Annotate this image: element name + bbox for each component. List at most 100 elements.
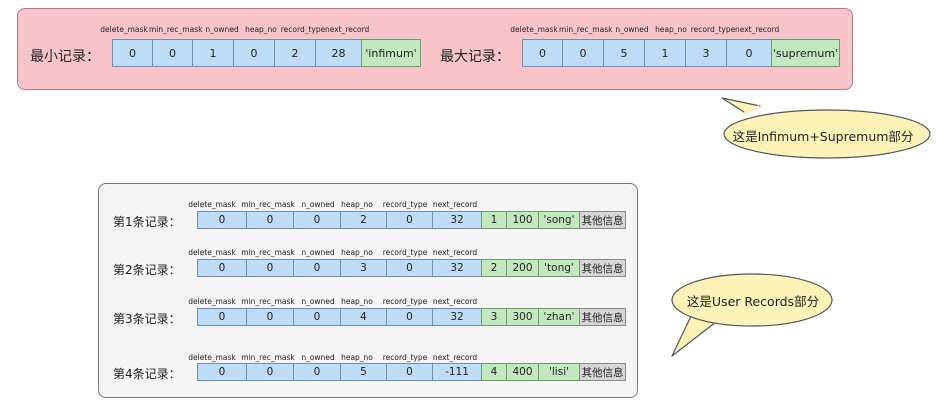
record-1-next-record: 32 <box>432 211 482 229</box>
header-label: min_rec_mask <box>241 248 295 257</box>
record-3-name: 'zhan' <box>538 308 580 326</box>
header-label: next_record <box>735 25 780 34</box>
max-record-record-type: 3 <box>685 39 727 67</box>
infimum-supremum-panel: delete_mask min_rec_mask n_owned heap_no… <box>17 8 853 90</box>
header-label: next_record <box>432 297 478 306</box>
header-label: next_record <box>432 200 478 209</box>
record-4-record-type: 0 <box>386 363 433 381</box>
header-label: n_owned <box>615 25 649 34</box>
record-4-number: 400 <box>506 363 539 381</box>
min-record-label: 最小记录： <box>30 49 100 65</box>
header-label: next_record <box>432 353 478 362</box>
min-record-record-type: 2 <box>274 39 316 67</box>
header-label: record_type <box>382 200 428 209</box>
header-label: delete_mask <box>100 25 148 34</box>
record-3-record-type: 0 <box>386 308 433 326</box>
header-label: heap_no <box>245 25 277 34</box>
record-2-n-owned: 0 <box>293 259 341 277</box>
record-4-id: 4 <box>481 363 507 381</box>
header-label: record_type <box>382 353 428 362</box>
max-record-next-record: 0 <box>726 39 772 67</box>
header-label: heap_no <box>655 25 687 34</box>
record-4-extra-info: 其他信息 <box>579 363 626 381</box>
callout-bubble-shape <box>721 97 931 159</box>
record-2-record-type: 0 <box>386 259 433 277</box>
user-records-callout: 这是User Records部分 <box>664 270 842 360</box>
header-label: delete_mask <box>188 297 236 306</box>
header-label: delete_mask <box>188 353 236 362</box>
infimum-supremum-callout: 这是Infimum+Supremum部分 <box>714 96 932 160</box>
record-1-number: 100 <box>506 211 539 229</box>
record-3-next-record: 32 <box>432 308 482 326</box>
header-label: n_owned <box>301 248 335 257</box>
callout-system-text: 这是Infimum+Supremum部分 <box>732 129 914 144</box>
record-2-label: 第2条记录： <box>113 263 181 277</box>
header-label: record_type <box>280 25 326 34</box>
record-3-id: 3 <box>481 308 507 326</box>
record-3-n-owned: 0 <box>293 308 341 326</box>
max-record-n-owned: 5 <box>603 39 645 67</box>
record-1-delete-mask: 0 <box>197 211 247 229</box>
min-record-data: 'infimum' <box>361 39 421 67</box>
record-4-label: 第4条记录： <box>113 367 181 381</box>
header-label: record_type <box>382 248 428 257</box>
header-label: n_owned <box>301 297 335 306</box>
min-record-heap-no: 0 <box>233 39 275 67</box>
callout-bubble-shape <box>671 273 833 357</box>
header-label: delete_mask <box>510 25 558 34</box>
record-4-name: 'lisi' <box>538 363 580 381</box>
record-1-name: 'song' <box>538 211 580 229</box>
record-2-min-rec-mask: 0 <box>246 259 294 277</box>
min-record-min-rec-mask: 0 <box>152 39 193 67</box>
record-4-delete-mask: 0 <box>197 363 247 381</box>
header-label: n_owned <box>301 200 335 209</box>
max-record-data: 'supremum' <box>771 39 840 67</box>
callout-user-text: 这是User Records部分 <box>686 294 820 309</box>
record-3-number: 300 <box>506 308 539 326</box>
record-1-record-type: 0 <box>386 211 433 229</box>
max-record-delete-mask: 0 <box>522 39 563 67</box>
record-1-label: 第1条记录： <box>113 215 181 229</box>
header-label: min_rec_mask <box>559 25 613 34</box>
header-label: heap_no <box>341 248 373 257</box>
max-record-label: 最大记录： <box>440 49 510 65</box>
record-4-next-record: -111 <box>432 363 482 381</box>
record-1-min-rec-mask: 0 <box>246 211 294 229</box>
record-4-heap-no: 5 <box>340 363 387 381</box>
min-record-delete-mask: 0 <box>112 39 153 67</box>
record-3-heap-no: 4 <box>340 308 387 326</box>
max-record-min-rec-mask: 0 <box>562 39 604 67</box>
min-record-n-owned: 1 <box>192 39 234 67</box>
header-label: heap_no <box>341 353 373 362</box>
record-2-name: 'tong' <box>538 259 580 277</box>
header-label: n_owned <box>301 353 335 362</box>
record-1-id: 1 <box>481 211 507 229</box>
header-label: record_type <box>690 25 736 34</box>
header-label: heap_no <box>341 297 373 306</box>
record-1-n-owned: 0 <box>293 211 341 229</box>
record-4-min-rec-mask: 0 <box>246 363 294 381</box>
max-record-heap-no: 1 <box>644 39 686 67</box>
record-2-delete-mask: 0 <box>197 259 247 277</box>
min-record-next-record: 28 <box>315 39 362 67</box>
header-label: min_rec_mask <box>241 200 295 209</box>
record-1-heap-no: 2 <box>340 211 387 229</box>
header-label: delete_mask <box>188 248 236 257</box>
header-label: min_rec_mask <box>241 297 295 306</box>
record-2-number: 200 <box>506 259 539 277</box>
record-3-delete-mask: 0 <box>197 308 247 326</box>
header-label: n_owned <box>205 25 239 34</box>
user-records-panel: delete_mask min_rec_mask n_owned heap_no… <box>98 183 638 398</box>
record-2-heap-no: 3 <box>340 259 387 277</box>
header-label: next_record <box>432 248 478 257</box>
record-3-label: 第3条记录： <box>113 312 181 326</box>
record-2-extra-info: 其他信息 <box>579 259 626 277</box>
record-3-min-rec-mask: 0 <box>246 308 294 326</box>
header-label: heap_no <box>341 200 373 209</box>
header-label: min_rec_mask <box>241 353 295 362</box>
record-2-id: 2 <box>481 259 507 277</box>
record-2-next-record: 32 <box>432 259 482 277</box>
header-label: record_type <box>382 297 428 306</box>
header-label: delete_mask <box>188 200 236 209</box>
record-3-extra-info: 其他信息 <box>579 308 626 326</box>
